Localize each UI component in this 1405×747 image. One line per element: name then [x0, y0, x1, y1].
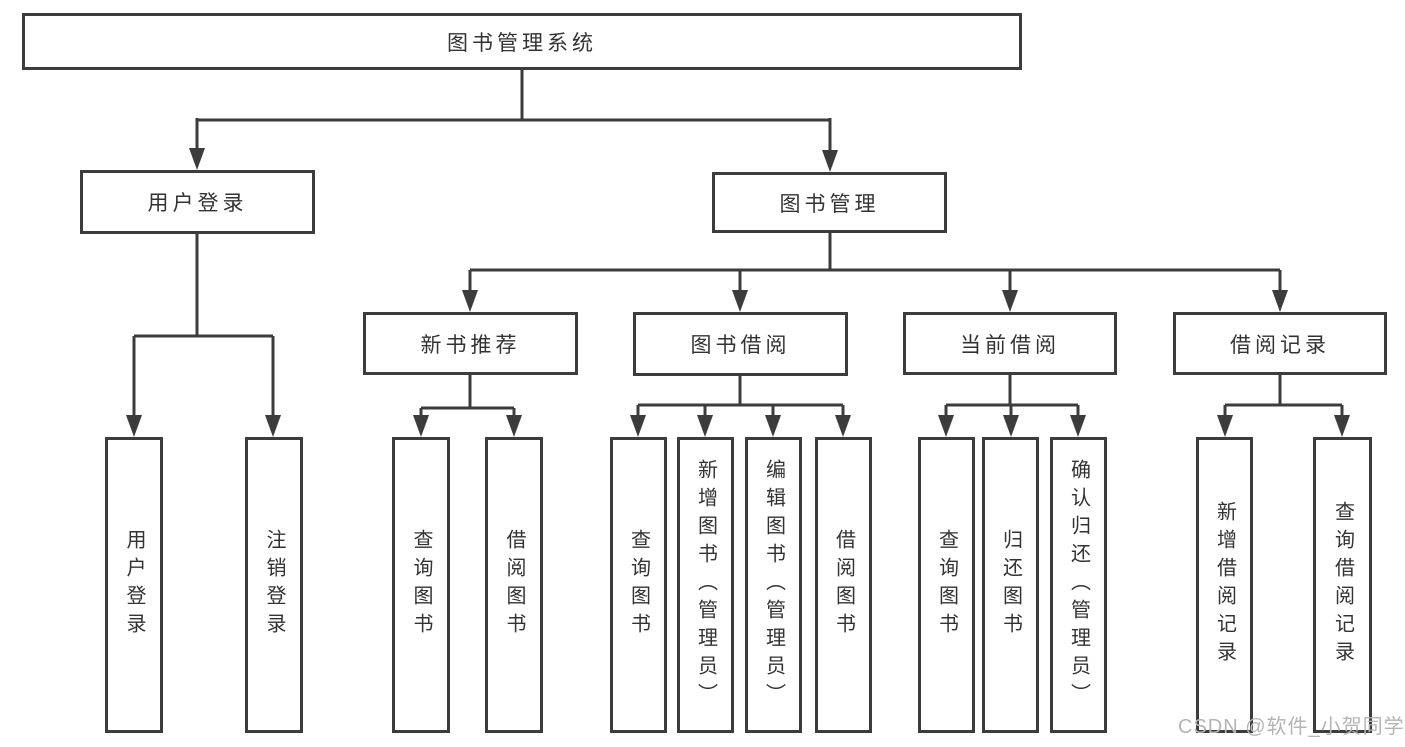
leaf-logout-login-label: 注销登录	[263, 529, 285, 641]
leaf-add-borrow-record: 新增借阅记录	[1196, 437, 1253, 733]
node-borrowing-records: 借阅记录	[1173, 312, 1387, 375]
leaf-query-borrow-record-label: 查询借阅记录	[1331, 501, 1354, 669]
leaf-query-books-1: 查询图书	[392, 437, 450, 733]
leaf-return-books: 归还图书	[982, 437, 1039, 733]
node-user-login: 用户登录	[80, 170, 315, 234]
leaf-query-books-1-label: 查询图书	[410, 529, 432, 641]
leaf-query-books-2-label: 查询图书	[627, 529, 650, 641]
leaf-query-books-3: 查询图书	[918, 437, 975, 733]
leaf-edit-book-admin-label: 编辑图书（管理员）	[762, 459, 785, 711]
leaf-confirm-return-admin: 确认归还（管理员）	[1050, 437, 1107, 733]
leaf-add-book-admin-label: 新增图书（管理员）	[694, 459, 717, 711]
leaf-borrow-books-2: 借阅图书	[815, 437, 872, 733]
leaf-borrow-books-1: 借阅图书	[485, 437, 543, 733]
leaf-user-login-label: 用户登录	[123, 529, 145, 641]
leaf-borrow-books-1-label: 借阅图书	[503, 529, 525, 641]
node-library-management-system: 图书管理系统	[22, 13, 1022, 70]
leaf-user-login: 用户登录	[105, 437, 163, 733]
leaf-query-books-3-label: 查询图书	[935, 529, 958, 641]
leaf-add-book-admin: 新增图书（管理员）	[677, 437, 734, 733]
leaf-add-borrow-record-label: 新增借阅记录	[1213, 501, 1236, 669]
leaf-confirm-return-admin-label: 确认归还（管理员）	[1067, 459, 1090, 711]
node-book-borrowing: 图书借阅	[633, 312, 848, 376]
leaf-logout-login: 注销登录	[245, 437, 303, 733]
node-current-borrowing: 当前借阅	[903, 312, 1117, 375]
node-book-management: 图书管理	[712, 172, 947, 233]
leaf-borrow-books-2-label: 借阅图书	[832, 529, 855, 641]
leaf-edit-book-admin: 编辑图书（管理员）	[745, 437, 802, 733]
leaf-query-books-2: 查询图书	[610, 437, 667, 733]
leaf-query-borrow-record: 查询借阅记录	[1313, 437, 1372, 733]
node-new-book-recommend: 新书推荐	[363, 312, 578, 375]
leaf-return-books-label: 归还图书	[999, 529, 1022, 641]
csdn-watermark: CSDN @软件_小贺同学	[1178, 716, 1405, 738]
